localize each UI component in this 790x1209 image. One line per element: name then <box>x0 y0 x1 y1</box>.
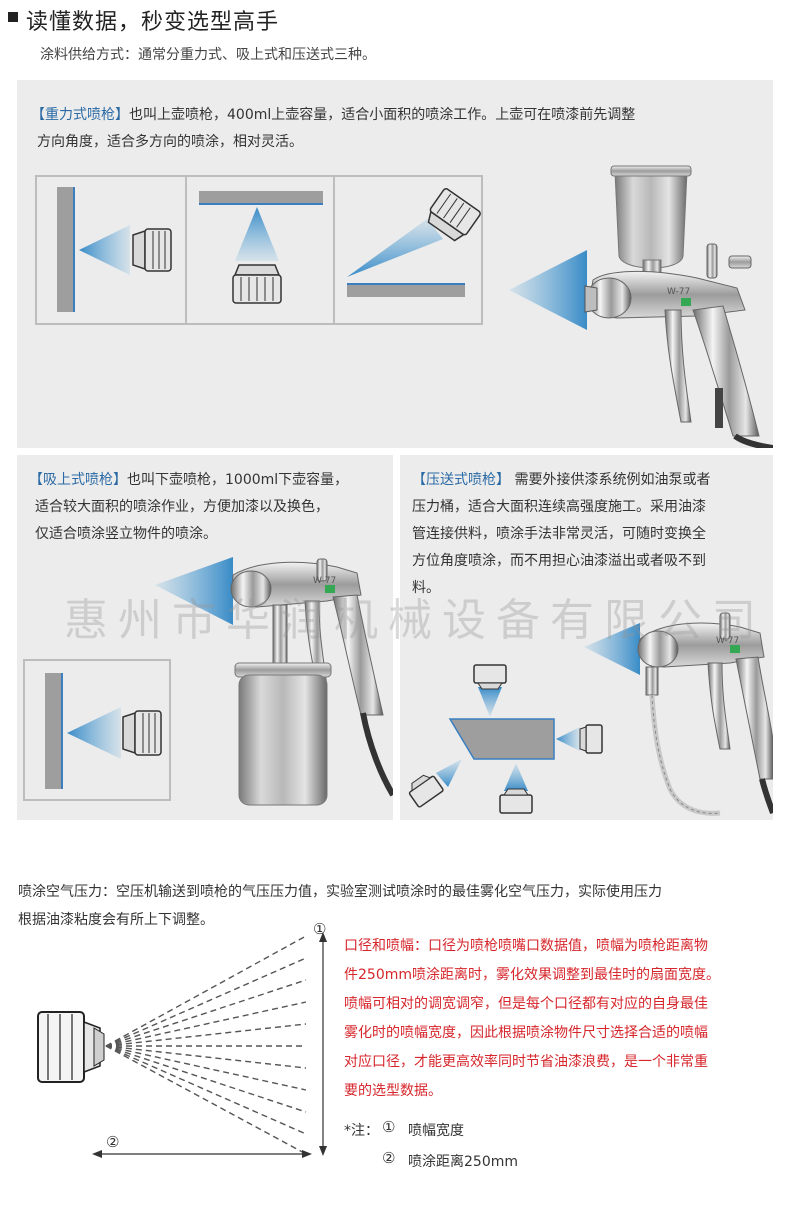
suction-spray-gun-image: W-77 <box>155 557 393 806</box>
distance-marker: ② <box>106 1133 120 1151</box>
spray-width-diagram <box>37 932 327 1158</box>
suction-tag: 【吸上式喷枪】 <box>29 472 127 488</box>
suction-line-2: 适合较大面积的喷涂作业，方便加漆以及换色， <box>35 499 329 515</box>
up-spray-icon <box>232 207 282 304</box>
note-1-text: 喷幅宽度 <box>408 1123 464 1139</box>
note-1-number: ① <box>382 1118 396 1136</box>
pressure-line-4: 方位角度喷涂，而不用担心油漆溢出或者吸不到 <box>412 553 706 569</box>
air-pressure-line-2: 根据油漆粘度会有所上下调整。 <box>18 912 214 928</box>
note-2-text: 喷涂距离250mm <box>408 1154 518 1170</box>
suction-gun-label: W-77 <box>313 576 336 586</box>
page-title: 读懂数据，秒变选型高手 <box>26 10 280 35</box>
nozzle-line-1: 口径和喷幅：口径为喷枪喷嘴口数据值，喷幅为喷枪距离物 <box>344 938 708 954</box>
gravity-gun-label: W-77 <box>667 287 690 297</box>
company-watermark: 惠州市华润机械设备有限公司 <box>64 595 766 646</box>
nozzle-description: 口径和喷幅：口径为喷枪喷嘴口数据值，喷幅为喷枪距离物 件250mm喷涂距离时，雾… <box>344 932 784 1106</box>
gravity-direction-diagram <box>35 175 483 325</box>
note-2-number: ② <box>382 1149 396 1167</box>
pressure-tag: 【压送式喷枪】 <box>412 472 510 488</box>
vertical-surface <box>45 673 63 789</box>
suction-line-1: 也叫下壶喷枪，1000ml下壶容量， <box>127 472 349 488</box>
down-spray-icon <box>347 188 481 277</box>
nozzle-line-5: 对应口径，才能更高效率同时节省油漆浪费，是一个非常重 <box>344 1054 708 1070</box>
suction-description: 【吸上式喷枪】也叫下壶喷枪，1000ml下壶容量， 适合较大面积的喷涂作业，方便… <box>29 467 389 548</box>
pressure-direction-diagram <box>408 664 603 814</box>
pressure-panel: 【压送式喷枪】 需要外接供漆系统例如油泵或者 压力桶，适合大面积连续高强度施工。… <box>400 455 773 820</box>
nozzle-line-6: 要的选型数据。 <box>344 1083 442 1099</box>
gravity-description: 【重力式喷枪】也叫上壶喷枪，400ml上壶容量，适合小面积的喷涂工作。上壶可在喷… <box>31 102 761 156</box>
air-pressure-line-1: 喷涂空气压力：空压机输送到喷枪的气压压力值，实验室测试喷涂时的最佳雾化空气压力，… <box>18 884 662 900</box>
pressure-line-5: 料。 <box>412 580 440 596</box>
suction-direction-diagram <box>23 659 171 801</box>
ceiling-surface <box>199 191 323 205</box>
gravity-tag: 【重力式喷枪】 <box>31 107 129 123</box>
floor-surface <box>347 283 465 297</box>
gravity-panel: 【重力式喷枪】也叫上壶喷枪，400ml上壶容量，适合小面积的喷涂工作。上壶可在喷… <box>17 80 773 448</box>
pressure-line-3: 管连接供料，喷涂手法非常灵活，可随时变换全 <box>412 526 706 542</box>
vertical-surface <box>57 187 75 312</box>
nozzle-line-4: 雾化时的喷幅宽度，因此根据喷涂物件尺寸选择合适的喷幅 <box>344 1025 708 1041</box>
nozzle-line-3: 喷幅可相对的调宽调窄，但是每个口径都有对应的自身最佳 <box>344 996 708 1012</box>
suction-panel: 【吸上式喷枪】也叫下壶喷枪，1000ml下壶容量， 适合较大面积的喷涂作业，方便… <box>17 455 393 820</box>
nozzle-line-2: 件250mm喷涂距离时，雾化效果调整到最佳时的扇面宽度。 <box>344 967 720 983</box>
page-subtitle: 涂料供给方式：通常分重力式、吸上式和压送式三种。 <box>40 47 376 63</box>
pressure-spray-gun-image: W-77 <box>584 612 773 816</box>
pressure-line-1: 需要外接供漆系统例如油泵或者 <box>510 472 711 488</box>
side-spray-icon <box>79 225 172 275</box>
air-pressure-description: 喷涂空气压力：空压机输送到喷枪的气压压力值，实验室测试喷涂时的最佳雾化空气压力，… <box>18 878 778 934</box>
suction-line-3: 仅适合喷涂竖立物件的喷涂。 <box>35 526 217 542</box>
gravity-line-1: 也叫上壶喷枪，400ml上壶容量，适合小面积的喷涂工作。上壶可在喷漆前先调整 <box>129 107 636 123</box>
width-marker: ① <box>313 920 327 938</box>
pressure-line-2: 压力桶，适合大面积连续高强度施工。采用油漆 <box>412 499 706 515</box>
title-bullet <box>8 12 18 22</box>
side-spray-icon <box>67 707 162 759</box>
gravity-line-2: 方向角度，适合多方向的喷涂，相对灵活。 <box>37 134 303 150</box>
pressure-description: 【压送式喷枪】 需要外接供漆系统例如油泵或者 压力桶，适合大面积连续高强度施工。… <box>412 467 770 602</box>
pressure-gun-label: W-77 <box>716 636 739 646</box>
note-prefix: *注： <box>344 1123 379 1139</box>
gravity-spray-gun-image: W-77 <box>509 165 773 448</box>
